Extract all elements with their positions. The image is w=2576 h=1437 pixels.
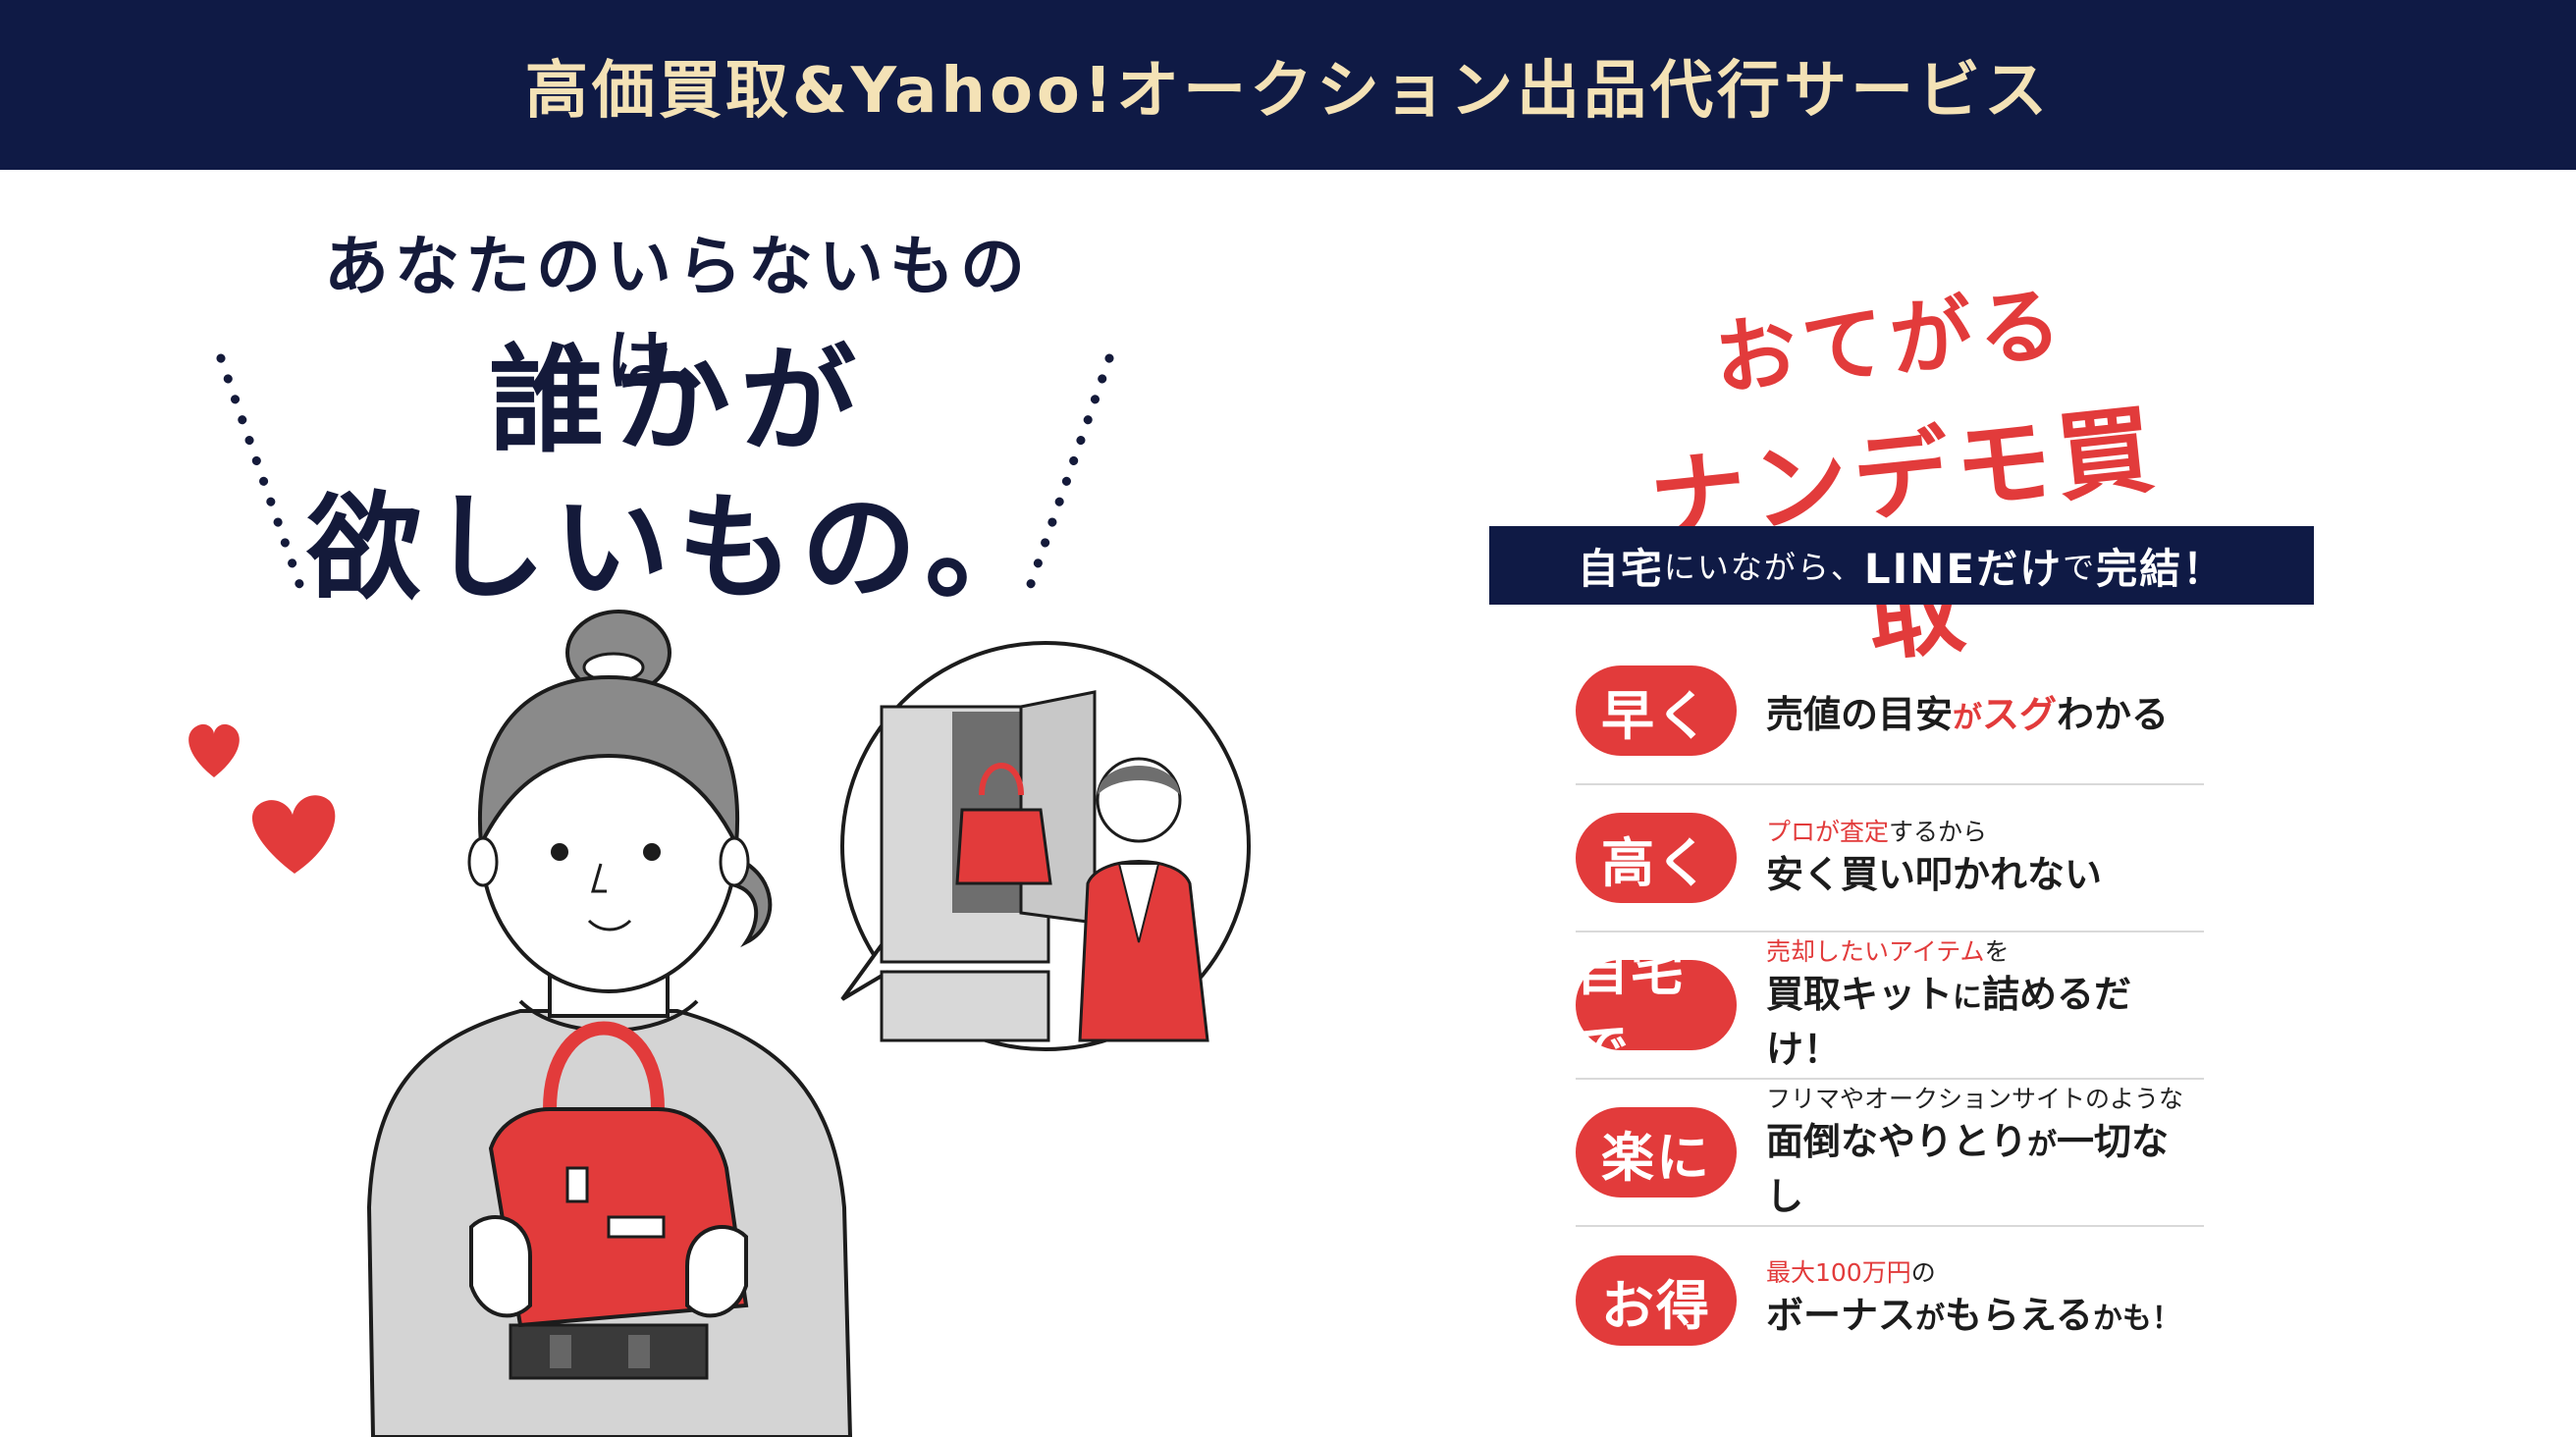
feature-text: プロが査定するから 安く買い叩かれない [1766, 816, 2102, 900]
brand-logo: おてがる ナンデモ買取 [1600, 246, 2209, 705]
feature-sub-text: 最大100万円の [1766, 1258, 1936, 1287]
feature-text: フリマやオークションサイトのような 面倒なやりとりが一切なし [1766, 1083, 2204, 1222]
banner-part-1: 自宅 [1577, 544, 1664, 593]
feature-text: 売値の目安がスグわかる [1766, 684, 2169, 738]
feature-sub-text: 売却したいアイテムを [1766, 937, 2010, 966]
tagline-banner: 自宅にいながら、LINEだけで完結！ [1489, 526, 2314, 605]
hero-line-1: あなたのいらないものは、 [324, 229, 1031, 399]
feature-main-text: 安く買い叩かれない [1766, 853, 2103, 896]
feature-badge: 楽に [1576, 1107, 1737, 1198]
banner-part-2: にいながら、 [1663, 549, 1864, 586]
banner-part-3: LINEだけ [1863, 544, 2064, 593]
feature-main-text: ボーナスがもらえるかも！ [1766, 1294, 2181, 1337]
header-title: 高価買取&Yahoo!オークション出品代行サービス [524, 54, 2052, 128]
feature-main-text: 面倒なやりとりが一切なし [1766, 1120, 2170, 1218]
feature-badge: お得 [1576, 1255, 1737, 1346]
handbag-icon [488, 1021, 749, 1328]
feature-badge: 高く [1576, 813, 1737, 903]
feature-badge: 自宅で [1576, 940, 1737, 1080]
heart-icon [188, 723, 240, 777]
feature-main-text: 売値の目安がスグわかる [1766, 692, 2170, 736]
hero-line-2: 誰かが [488, 333, 866, 468]
feature-item-fast: 早く 売値の目安がスグわかる [1576, 638, 2204, 785]
feature-text: 最大100万円の ボーナスがもらえるかも！ [1766, 1256, 2181, 1345]
feature-text: 売却したいアイテムを 買取キットに詰めるだけ！ [1766, 935, 2204, 1075]
feature-item-easy: 楽に フリマやオークションサイトのような 面倒なやりとりが一切なし [1576, 1080, 2204, 1227]
banner-part-4: で [2063, 549, 2097, 586]
feature-badge: 早く [1576, 665, 1737, 756]
feature-sub-text: フリマやオークションサイトのような [1766, 1085, 2184, 1113]
banner-part-5: 完結！ [2096, 544, 2227, 593]
heart-icon [251, 795, 336, 874]
feature-item-high: 高く プロが査定するから 安く買い叩かれない [1576, 785, 2204, 932]
feature-main-text: 買取キットに詰めるだけ！ [1766, 973, 2132, 1071]
feature-list: 早く 売値の目安がスグわかる 高く プロが査定するから 安く買い叩かれない 自宅… [1576, 638, 2204, 1374]
feature-item-home: 自宅で 売却したいアイテムを 買取キットに詰めるだけ！ [1576, 932, 2204, 1080]
closet-speech-bubble [840, 641, 1251, 1051]
feature-item-bonus: お得 最大100万円の ボーナスがもらえるかも！ [1576, 1227, 2204, 1374]
woman-with-bag-illustration [188, 610, 1251, 1437]
header-bar: 高価買取&Yahoo!オークション出品代行サービス [0, 0, 2576, 170]
feature-sub-text: プロが査定するから [1766, 818, 1988, 846]
hero-line-3: 欲しいもの。 [305, 480, 1048, 615]
